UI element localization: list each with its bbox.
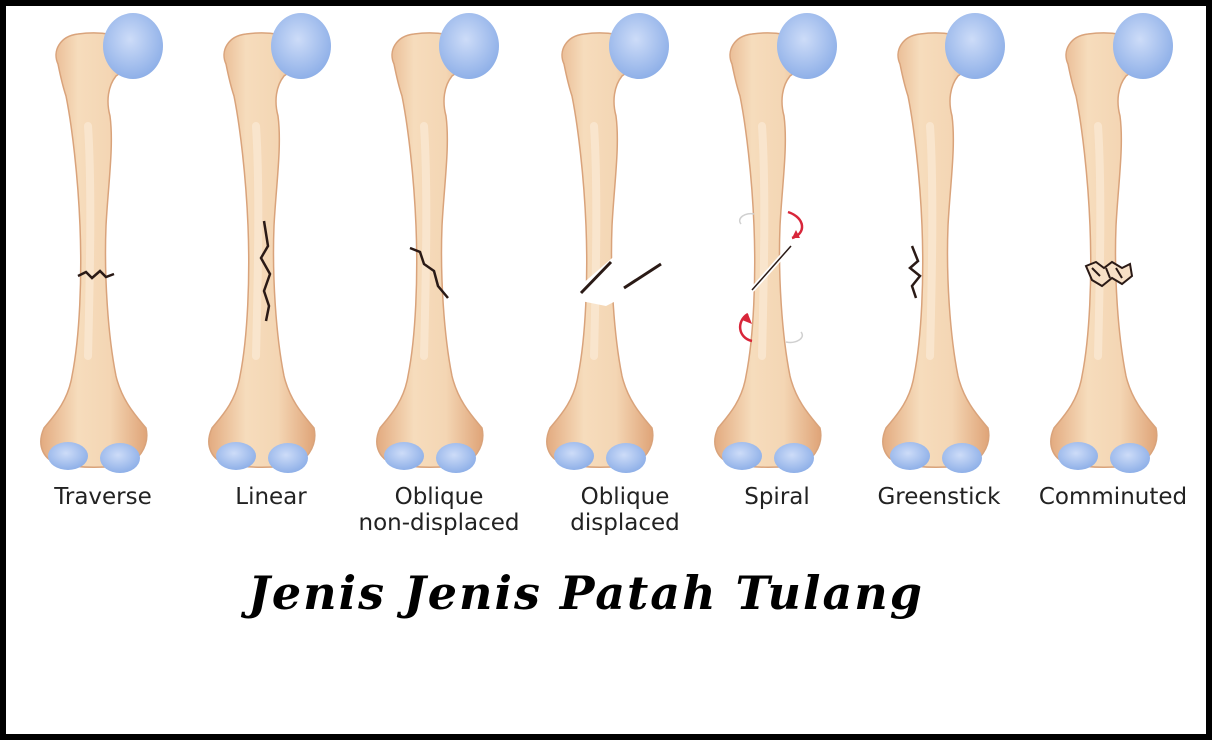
label-traverse: Traverse (8, 484, 198, 510)
label-comminuted: Comminuted (1018, 484, 1208, 510)
label-greenstick: Greenstick (844, 484, 1034, 510)
label-oblique-non-displaced: Oblique non-displaced (344, 484, 534, 536)
label-linear: Linear (176, 484, 366, 510)
page-title: Jenis Jenis Patah Tulang (186, 566, 986, 620)
